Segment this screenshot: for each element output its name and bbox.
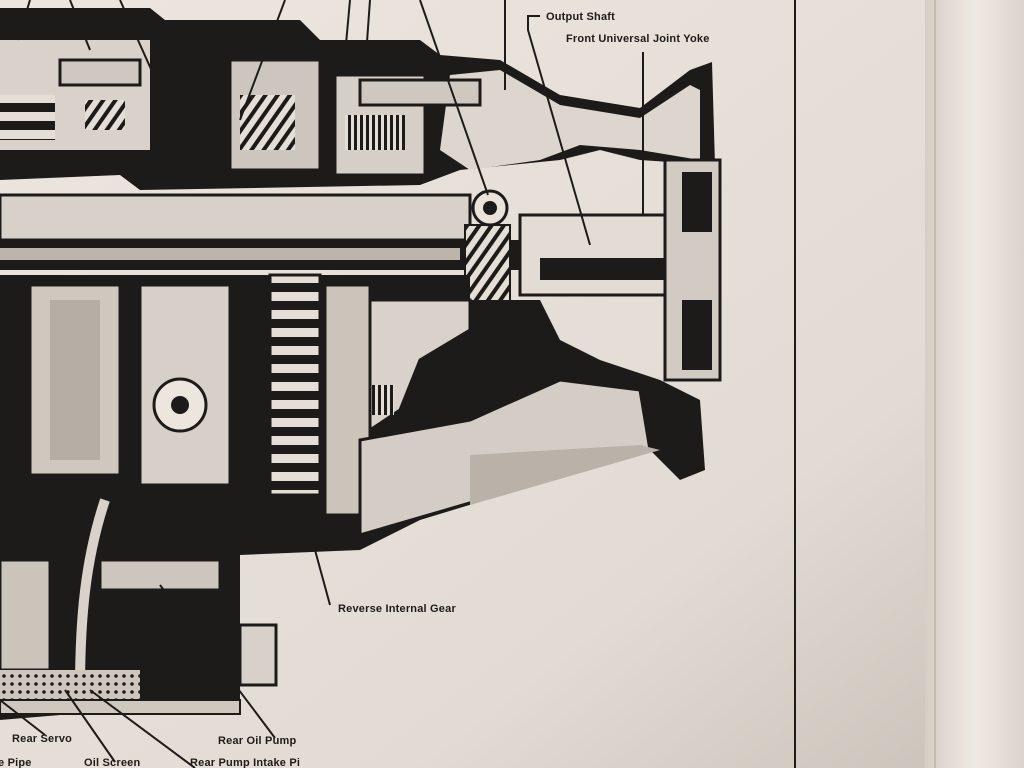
label-rear-oil-pump: Rear Oil Pump [218,735,296,747]
upper-block-b [85,100,125,130]
callout-labels: Output Shaft Front Universal Joint Yoke … [0,11,710,768]
output-shaft-spline [540,258,680,280]
leader-output-shaft [527,15,591,246]
leader-reverse-internal-gear [299,494,331,606]
label-reverse-internal-gear: Reverse Internal Gear [338,603,456,615]
leader-arrow-icon [69,0,91,51]
extension-housing-slope [470,445,660,505]
leader-arrow-icon [419,0,489,196]
label-front-universal-joint-yoke: Front Universal Joint Yoke [566,33,710,45]
transmission-drawing [0,8,722,720]
rear-bearing-retainer [368,298,472,433]
gear-icon [471,189,509,227]
planet-gear-icon [152,377,208,433]
leader-rear-oil-pump [159,584,276,739]
label-rear-pump-intake-pipe: Rear Pump Intake Pi [190,757,300,768]
reverse-internal-gear-body [268,273,322,497]
label-oil-screen: Oil Screen [84,757,140,768]
leader-lines [0,0,644,768]
oil-pan [0,699,241,715]
mainshaft-upper-band [0,193,472,242]
rear-servo-body [0,558,52,672]
leader-arrow-icon [344,0,351,56]
yoke-flange-upper [682,172,712,232]
label-output-shaft: Output Shaft [546,11,615,23]
rear-pump-bolt [238,623,278,687]
leader-arrow-icon [17,0,31,41]
page-binding-edge [925,0,1024,768]
leader-arrow-icon [364,0,371,71]
leader-rear-pump-intake [89,689,196,768]
leader-arrow-icon [239,0,286,121]
upper-mid-gear [240,95,295,150]
leader-arrow-icon [119,0,186,146]
label-pipe-fragment: e Pipe [0,757,32,768]
governor-top-plate [358,78,482,107]
intake-pipe [75,498,110,691]
upper-left-gear-teeth [0,95,55,140]
mainshaft-highlight [0,248,460,260]
label-rear-servo: Rear Servo [12,733,72,745]
leader-rear-servo [0,699,46,736]
output-housing-light [440,70,700,170]
oil-screen [0,670,140,700]
leader-oil-screen [64,689,116,763]
governor-spring [345,115,405,150]
upper-block-a [58,58,142,87]
rear-spring [372,385,394,415]
lower-left-drum-inner [50,300,100,460]
yoke-flange-lower [682,300,712,370]
